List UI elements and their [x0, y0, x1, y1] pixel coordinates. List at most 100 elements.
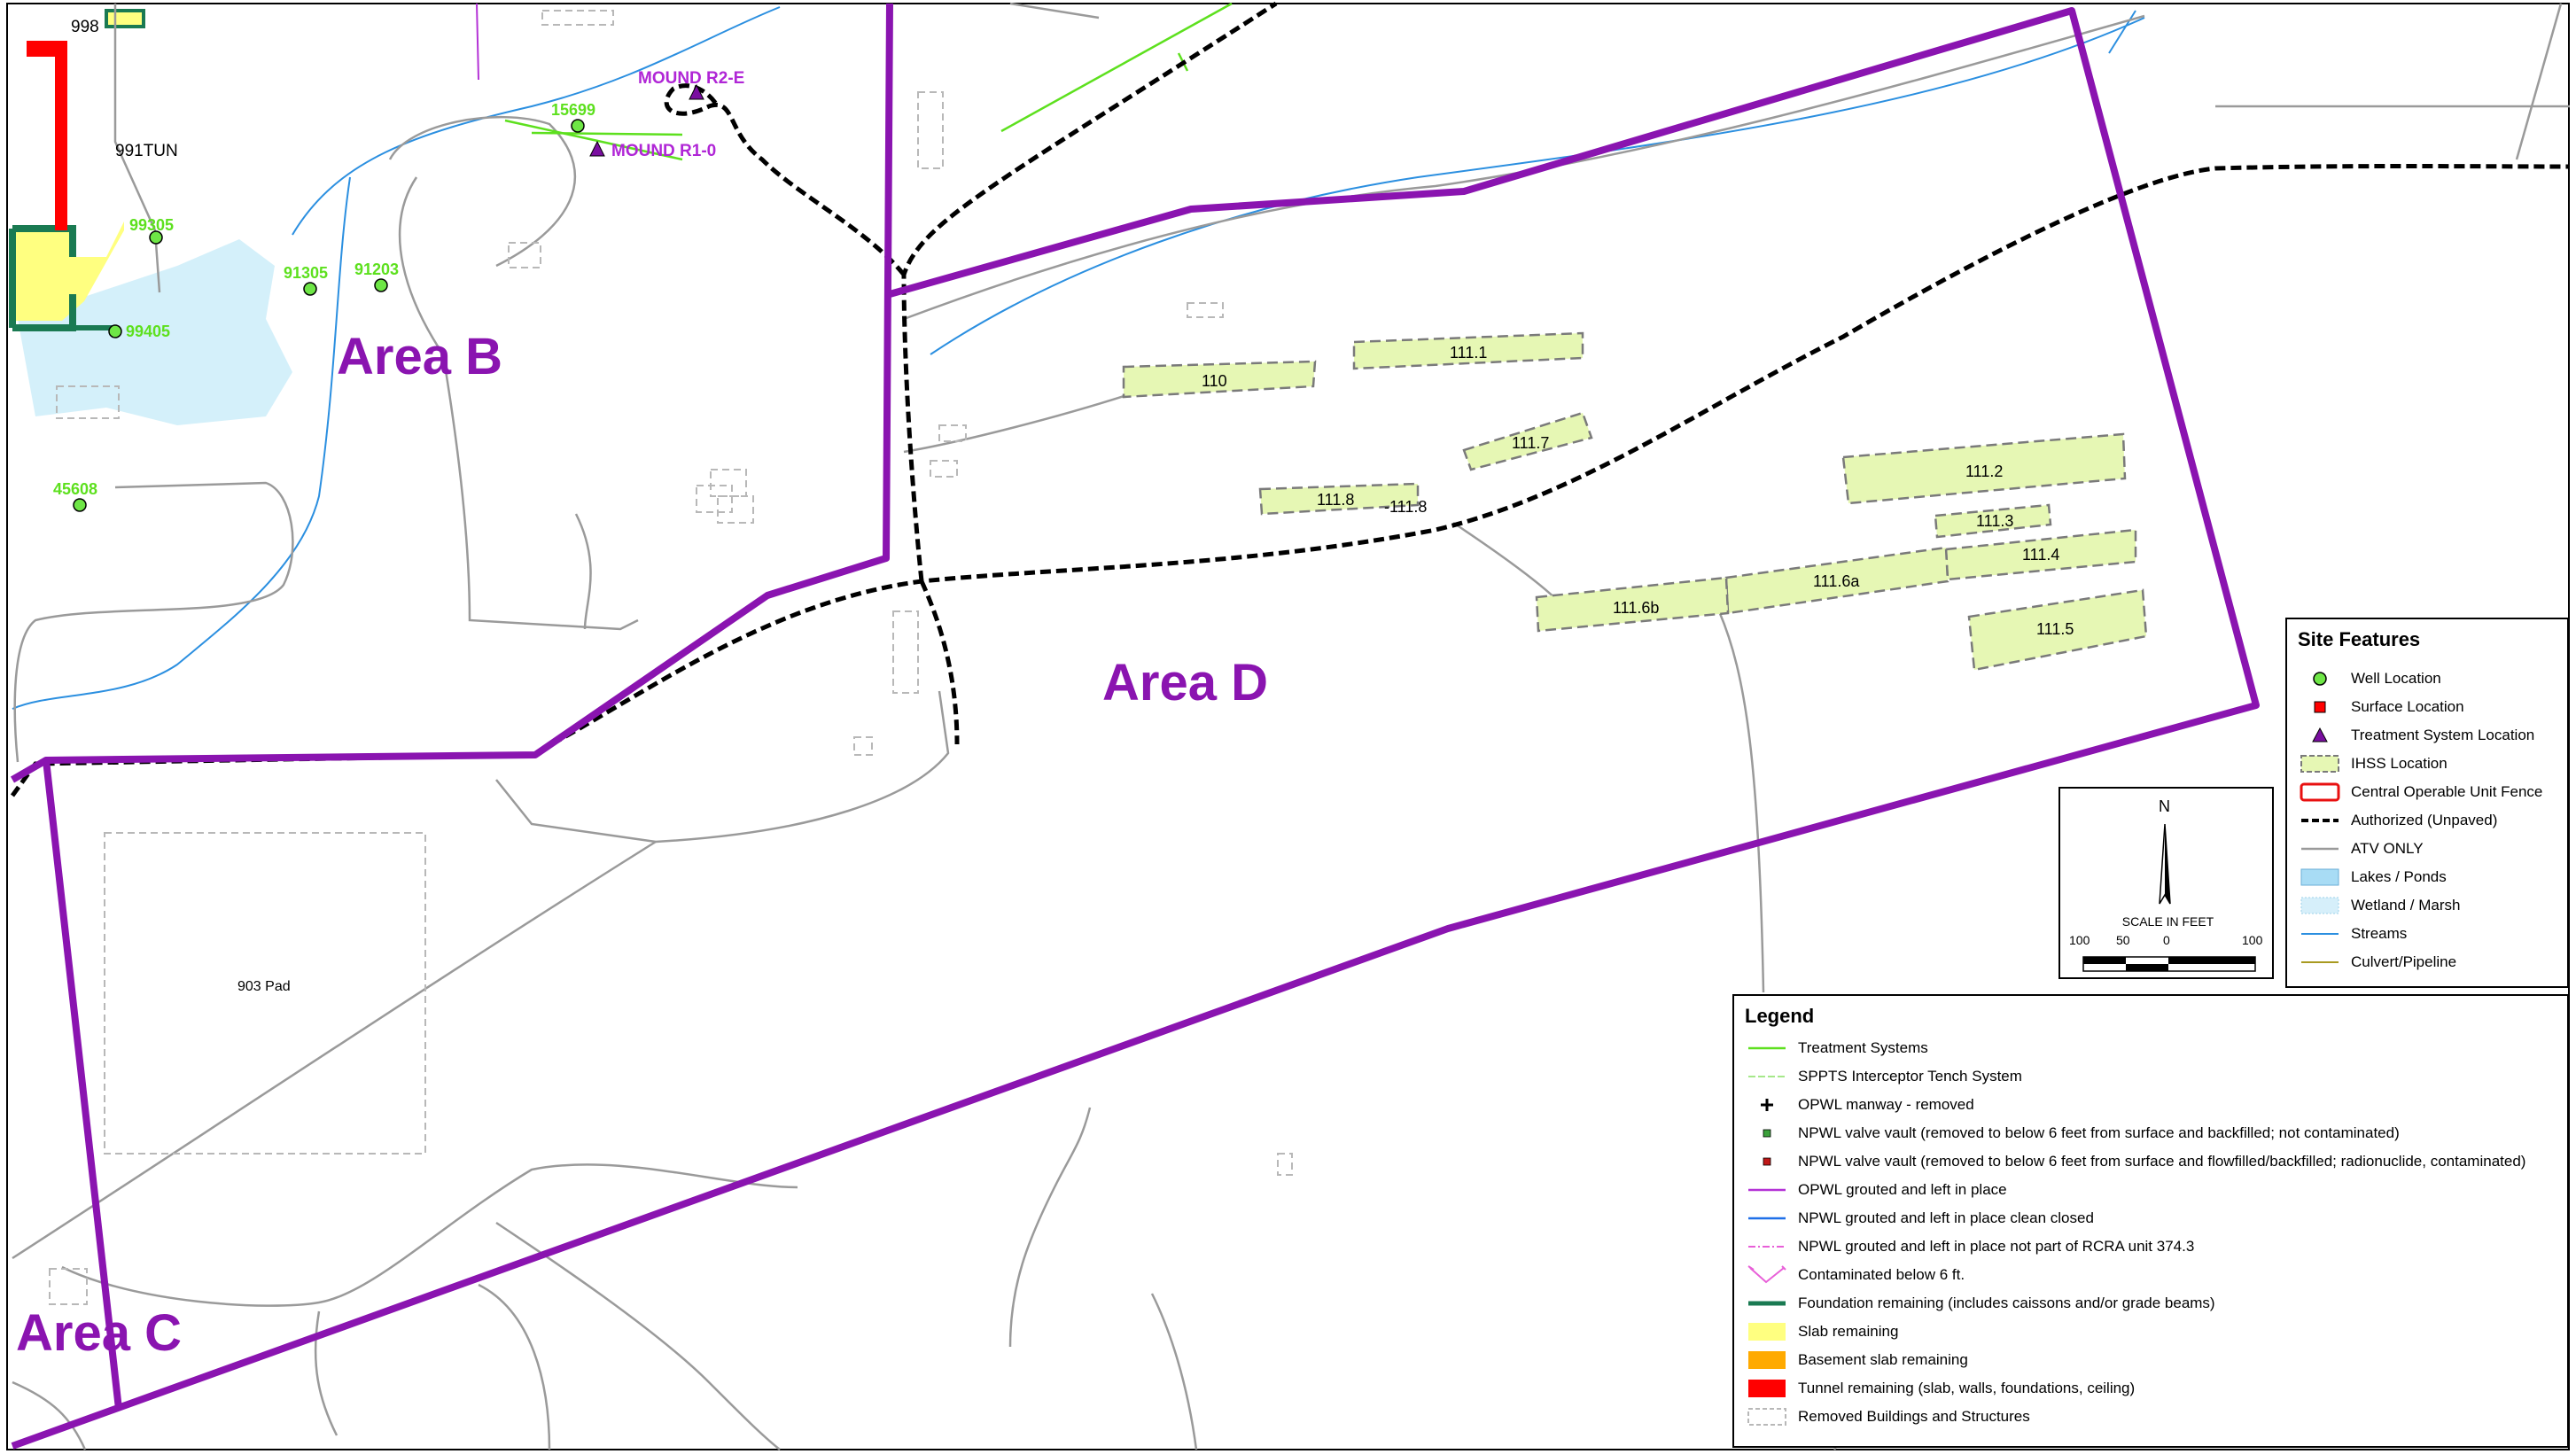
well-91305 [303, 282, 317, 296]
site-feature-label: Treatment System Location [2351, 727, 2535, 743]
ihss-label: 111.5 [2036, 620, 2074, 638]
north-label: N [2159, 797, 2170, 815]
site-feature-item: Lakes / Ponds [2298, 864, 2447, 890]
legend-item: Foundation remaining (includes caissons … [1745, 1290, 2215, 1317]
site-feature-item: Authorized (Unpaved) [2298, 807, 2497, 834]
site-feature-item: Surface Location [2298, 694, 2464, 720]
legend-item: NPWL valve vault (removed to below 6 fee… [1745, 1148, 2525, 1175]
place-label: 991TUN [115, 142, 178, 160]
ihss-label: 111.8 [1317, 491, 1354, 509]
atv-roads [12, 2, 2570, 1450]
legend-label: OPWL grouted and left in place [1798, 1181, 2007, 1198]
legend-item: Contaminated below 6 ft. [1745, 1262, 1965, 1288]
legend-item: NPWL valve vault (removed to below 6 fee… [1745, 1120, 2400, 1147]
red-fill-icon [1748, 1380, 1786, 1397]
legend-label: NPWL grouted and left in place not part … [1798, 1238, 2195, 1255]
well-label: 99405 [126, 323, 170, 340]
yellow-fill-icon [1748, 1323, 1786, 1341]
scale-tick: 50 [2116, 933, 2130, 947]
ihss-label: 111.4 [2022, 546, 2059, 564]
site-feature-label: Surface Location [2351, 698, 2464, 715]
site-feature-label: Central Operable Unit Fence [2351, 783, 2543, 800]
green-line-icon [1748, 1046, 1786, 1050]
red-square-icon [2314, 701, 2326, 713]
site-feature-item: Central Operable Unit Fence [2298, 779, 2542, 805]
legend-label: Basement slab remaining [1798, 1351, 1968, 1368]
site-features-panel: Site Features Well Location Surface Loca… [2285, 618, 2569, 988]
green-dot-icon [1763, 1129, 1771, 1138]
ihss-label: 111.6a [1813, 572, 1860, 590]
wetland-marsh [18, 239, 292, 425]
site-feature-item: ATV ONLY [2298, 836, 2424, 862]
authorized-unpaved-roads [10, 1, 2571, 797]
site-feature-label: Culvert/Pipeline [2351, 953, 2457, 970]
well-99305 [149, 230, 163, 245]
well-label: 45608 [53, 480, 97, 498]
legend-item: Tunnel remaining (slab, walls, foundatio… [1745, 1375, 2135, 1402]
area-b-label: Area B [337, 328, 502, 385]
ihss-label: 111.6b [1613, 599, 1659, 617]
tunnel-remaining [27, 41, 67, 230]
area-boundaries [10, 3, 2260, 1450]
place-label: 998 [71, 18, 99, 36]
magenta-line-icon [1748, 1188, 1786, 1192]
scale-tick: 100 [2069, 933, 2090, 947]
legend-item: SPPTS Interceptor Tench System [1745, 1063, 2022, 1090]
site-feature-label: Lakes / Ponds [2351, 868, 2447, 885]
opwl-line [476, 3, 479, 81]
slab-998 [105, 9, 145, 28]
ihss-111-1 [1352, 331, 1584, 370]
ihss-label: -111.8 [1384, 498, 1427, 516]
legend-item: OPWL manway - removed [1745, 1092, 1974, 1118]
legend-label: Foundation remaining (includes caissons … [1798, 1295, 2215, 1311]
treatment-label: MOUND R2-E [638, 69, 744, 88]
legend-label: NPWL valve vault (removed to below 6 fee… [1798, 1124, 2400, 1141]
legend-panel: Legend Treatment Systems SPPTS Intercept… [1732, 994, 2569, 1448]
site-feature-item: Wetland / Marsh [2298, 892, 2460, 919]
legend-item: Basement slab remaining [1745, 1347, 1968, 1373]
legend-label: NPWL grouted and left in place clean clo… [1798, 1209, 2094, 1226]
903-pad-outline [104, 832, 426, 1155]
site-feature-item: Streams [2298, 921, 2407, 947]
well-15699 [571, 119, 585, 133]
treatment-systems [504, 2, 1233, 161]
site-feature-label: IHSS Location [2351, 755, 2448, 772]
legend-label: OPWL manway - removed [1798, 1096, 1974, 1113]
scale-title: SCALE IN FEET [2121, 914, 2214, 929]
legend-title: Legend [1745, 1005, 1815, 1027]
site-feature-item: Well Location [2298, 665, 2441, 692]
removed-buildings [49, 10, 1293, 1305]
gray-line-icon [2301, 847, 2339, 851]
well-label: 15699 [551, 101, 595, 119]
legend-item: NPWL grouted and left in place not part … [1745, 1233, 2194, 1260]
legend-item: Removed Buildings and Structures [1745, 1403, 2030, 1430]
ihss-111-8 [1258, 482, 1420, 516]
well-45608 [73, 498, 87, 512]
area-c-label: Area C [16, 1304, 182, 1362]
ihss-110 [1122, 360, 1317, 399]
blue-line-icon [2301, 933, 2339, 935]
red-dot-icon [1763, 1157, 1771, 1166]
treatment-label: MOUND R1-0 [611, 142, 716, 160]
legend-label: Tunnel remaining (slab, walls, foundatio… [1798, 1380, 2136, 1396]
well-markers [73, 119, 585, 512]
legend-label: Contaminated below 6 ft. [1798, 1266, 1965, 1283]
area-d-label: Area D [1102, 654, 1268, 711]
ihss-label: 111.7 [1512, 434, 1549, 452]
legend-label: Removed Buildings and Structures [1798, 1408, 2030, 1425]
ihss-label: 111.2 [1965, 463, 2003, 480]
site-feature-label: Wetland / Marsh [2351, 897, 2461, 914]
light-green-dashed-line-icon [1748, 1076, 1786, 1077]
legend-label: NPWL valve vault (removed to below 6 fee… [1798, 1153, 2526, 1170]
ihss-label: 110 [1202, 372, 1227, 390]
site-feature-item: Treatment System Location [2298, 722, 2534, 749]
legend-item: NPWL grouted and left in place clean clo… [1745, 1205, 2094, 1232]
ihss-111-6a [1724, 546, 1950, 615]
scale-tick: 100 [2242, 933, 2263, 947]
streams [12, 6, 2145, 710]
map-labels: Area B Area C Area D 99305 91305 91203 9… [16, 18, 2074, 1362]
ihss-111-3 [1934, 503, 2052, 539]
legend-label: Treatment Systems [1798, 1039, 1928, 1056]
pink-dashdot-line-icon [1748, 1246, 1786, 1248]
